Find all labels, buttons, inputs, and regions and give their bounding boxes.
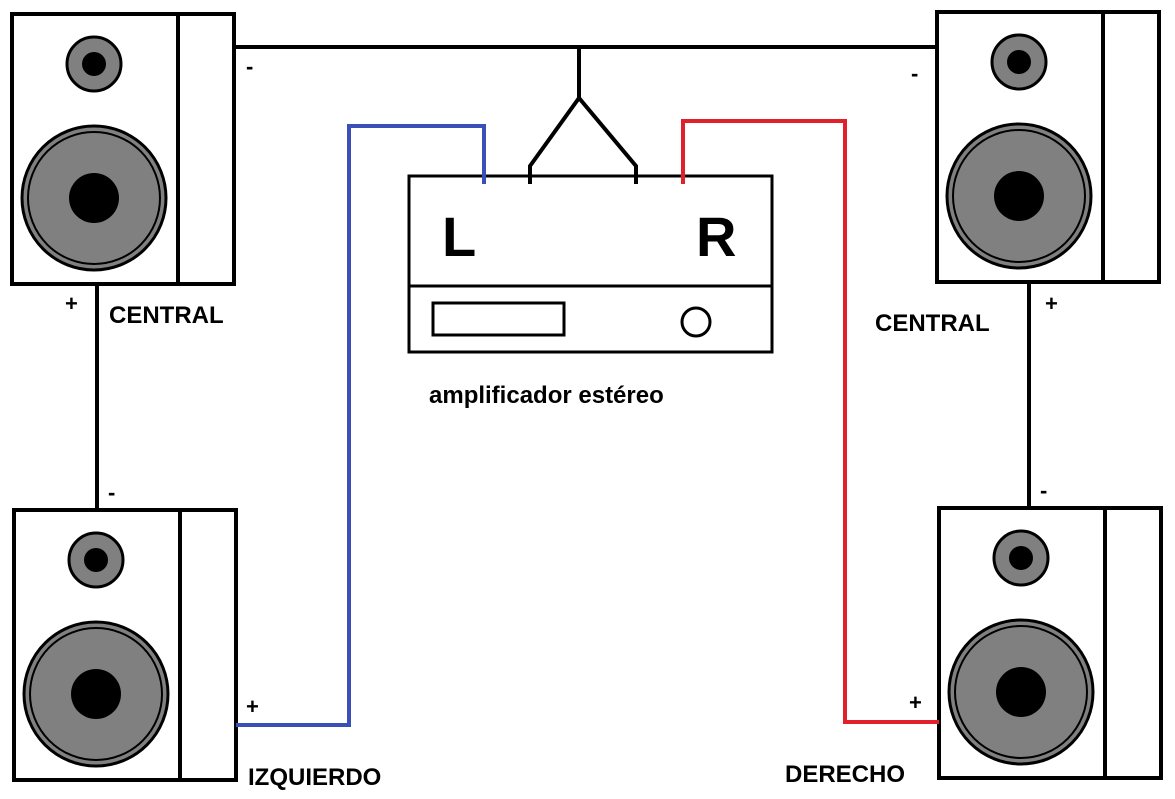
top-left-minus: - (246, 54, 253, 79)
left-channel-wire (236, 124, 486, 727)
speaker-top-right (935, 10, 1161, 284)
right-channel-wire (681, 119, 939, 724)
amplifier-display (431, 301, 566, 337)
top-left-plus: + (65, 291, 78, 316)
amplifier-caption: amplificador estéreo (429, 382, 664, 409)
speaker-top-left (10, 12, 236, 286)
top-left-speaker-label: CENTRAL (109, 302, 224, 329)
bottom-left-speaker-label: IZQUIERDO (248, 764, 381, 791)
top-right-plus: + (1045, 291, 1058, 316)
amplifier: L R (407, 174, 774, 354)
bottom-left-plus: + (246, 694, 259, 719)
speaker-bottom-right (937, 506, 1163, 780)
top-right-speaker-label: CENTRAL (875, 310, 990, 337)
bottom-right-speaker-label: DERECHO (785, 761, 905, 788)
common-wire (95, 45, 1031, 510)
amplifier-knob (680, 306, 712, 338)
speaker-bottom-left (12, 508, 238, 782)
amplifier-right-channel: R (696, 205, 736, 268)
amplifier-left-channel: L (442, 205, 476, 268)
bottom-right-plus: + (909, 690, 922, 715)
bottom-left-minus: - (108, 480, 115, 505)
bottom-right-minus: - (1040, 478, 1047, 503)
top-right-minus: - (911, 61, 918, 86)
